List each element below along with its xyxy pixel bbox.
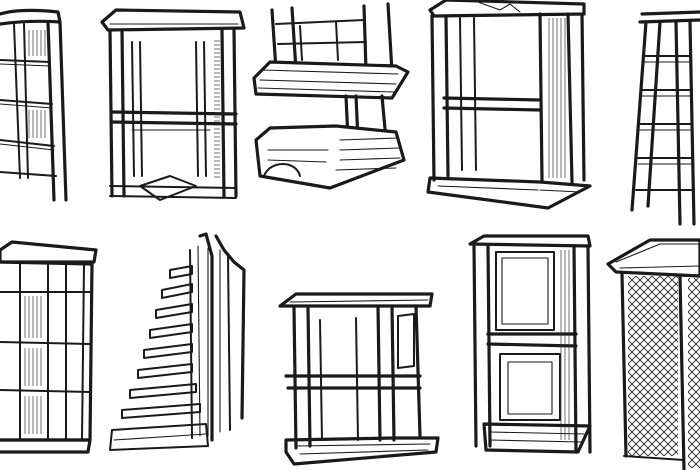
double-cabinet-frame [468, 234, 592, 454]
lattice-panel-cabinet [606, 238, 700, 470]
low-open-shelf [278, 292, 440, 466]
ladder-shelf [0, 8, 68, 202]
bunk-bed-frame [252, 2, 410, 190]
two-tier-cabinet-frame [426, 0, 592, 210]
tall-paneled-cabinet [0, 240, 98, 454]
open-side-table [100, 8, 246, 201]
spiral-staircase [109, 232, 246, 451]
step-ladder [630, 10, 700, 226]
